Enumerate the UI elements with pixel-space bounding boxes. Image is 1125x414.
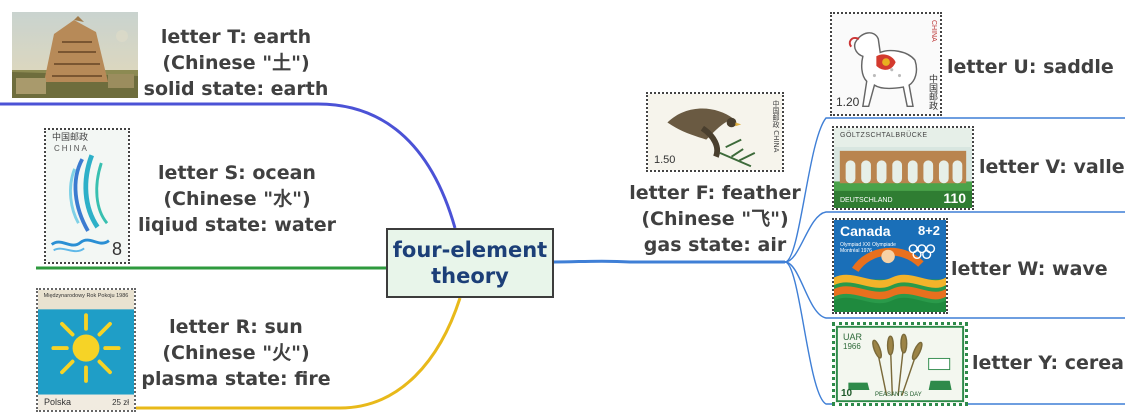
horse-stamp-country-cn: 中国邮政 bbox=[927, 74, 937, 110]
sub-branch-label-saddle: letter U: saddle bbox=[947, 56, 1114, 78]
horse-stamp-value: 1.20 bbox=[836, 95, 860, 109]
viaduct-stamp-country: DEUTSCHLAND bbox=[840, 197, 893, 204]
swimmer-stamp-value: 8+2 bbox=[917, 223, 940, 238]
connector-fire bbox=[36, 297, 462, 410]
tower-of-babel-painting bbox=[12, 12, 138, 98]
sun-stamp: Międzynarodowy Rok Pokoju 1986 Polska 25… bbox=[36, 288, 136, 412]
branch-label-air: letter F: feather (Chinese "飞") gas stat… bbox=[629, 182, 801, 256]
connector-air bbox=[553, 259, 785, 264]
sub-branch-label-valley: letter V: valley bbox=[979, 156, 1125, 178]
ocean-stamp-country: CHINA bbox=[54, 144, 89, 153]
horse-stamp: 1.20 中国邮政 CHINA bbox=[830, 12, 942, 116]
viaduct-stamp-header: GÖLTZSCHTALBRÜCKE bbox=[840, 132, 928, 139]
connector-saddle bbox=[784, 117, 1125, 263]
swimmer-stamp-event: Olympiad XXI Olympiade Montréal 1976 bbox=[840, 242, 896, 254]
sun-stamp-value: 25 zł bbox=[112, 398, 129, 407]
horse-stamp-country: CHINA bbox=[930, 20, 937, 42]
connector-earth bbox=[0, 102, 457, 229]
wheat-stamp-value: 10 bbox=[841, 388, 853, 399]
sub-branch-label-cereal: letter Y: cereal bbox=[972, 352, 1125, 374]
central-topic-line2: theory bbox=[431, 264, 509, 288]
viaduct-stamp-value: 110 bbox=[943, 190, 966, 206]
viaduct-stamp: GÖLTZSCHTALBRÜCKE DEUTSCHLAND 110 bbox=[832, 126, 974, 210]
wheat-stamp: UAR 1966 10 PEASANT'S DAY bbox=[832, 322, 968, 406]
sub-branch-label-wave: letter W: wave bbox=[951, 258, 1108, 280]
eagle-stamp-country: 中国邮政 CHINA bbox=[772, 100, 780, 153]
sun-stamp-header: Międzynarodowy Rok Pokoju 1986 bbox=[43, 293, 129, 299]
eagle-stamp-value: 1.50 bbox=[654, 154, 676, 166]
branch-label-water: letter S: ocean (Chinese "水") liqiud sta… bbox=[138, 162, 336, 236]
connector-cereal bbox=[784, 261, 1125, 405]
central-topic-line1: four-element bbox=[392, 238, 548, 262]
wheat-stamp-country: UAR bbox=[843, 332, 863, 342]
branch-label-fire: letter R: sun (Chinese "火") plasma state… bbox=[141, 316, 331, 390]
ocean-stamp-value: 8 bbox=[111, 239, 122, 259]
ocean-stamp-country-cn: 中国邮政 bbox=[52, 133, 89, 143]
branch-label-earth: letter T: earth (Chinese "土") solid stat… bbox=[143, 26, 329, 100]
wheat-stamp-caption: PEASANT'S DAY bbox=[875, 392, 922, 398]
wheat-stamp-year: 1966 bbox=[843, 342, 861, 351]
eagle-stamp: 1.50 中国邮政 CHINA bbox=[646, 92, 784, 172]
swimmer-stamp-country: Canada bbox=[840, 223, 891, 239]
swimmer-stamp: Canada 8+2 Olympiad XXI Olympiade Montré… bbox=[832, 218, 948, 314]
central-topic[interactable]: four-element theory bbox=[386, 228, 554, 298]
connector-valley bbox=[784, 211, 1125, 263]
sun-stamp-country: Polska bbox=[44, 397, 72, 407]
ocean-stamp: 中国邮政 CHINA 8 bbox=[44, 128, 130, 264]
connector-wave bbox=[784, 261, 1125, 319]
